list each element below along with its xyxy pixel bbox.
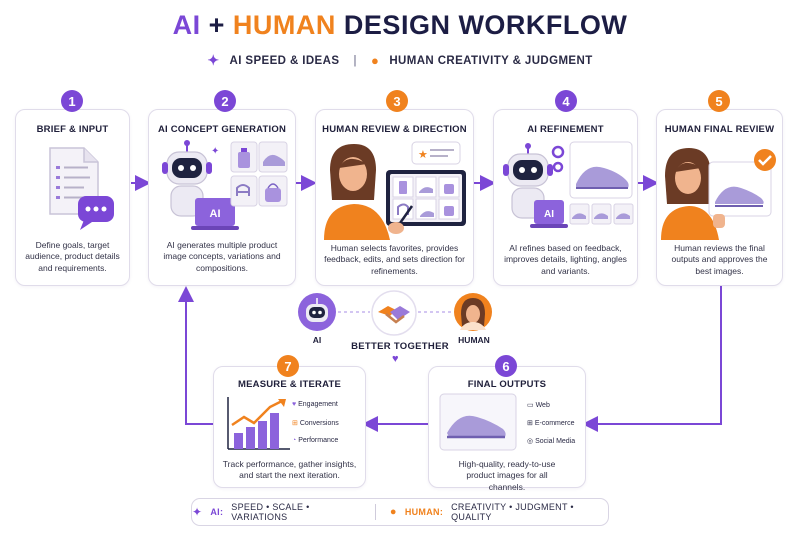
- summary-human-label: HUMAN:: [404, 507, 444, 517]
- subtitle: ✦ AI SPEED & IDEAS | ● HUMAN CREATIVITY …: [0, 52, 800, 69]
- output-web: ▭ Web: [527, 401, 550, 409]
- instagram-icon: ◎: [527, 438, 534, 445]
- step-title: BRIEF & INPUT: [36, 124, 109, 135]
- subtitle-separator: |: [353, 54, 358, 67]
- step-title: HUMAN FINAL REVIEW: [664, 124, 775, 135]
- svg-text:✦: ✦: [211, 146, 219, 157]
- title-plus: +: [208, 10, 225, 40]
- document-chat-icon: [49, 147, 114, 230]
- svg-text:★: ★: [418, 149, 428, 161]
- laptop-ai-label: AI: [544, 209, 554, 220]
- growth-chart-icon: [227, 397, 290, 450]
- step-number-2: 2: [214, 90, 236, 112]
- step-card-6: FINAL OUTPUTS ▭ Web ⊞ E-commerce ◎ Socia…: [428, 366, 586, 492]
- pie-chart-icon: ◔: [292, 437, 297, 444]
- step-card-5: HUMAN FINAL REVIEW Human reviews the fin…: [656, 109, 783, 286]
- robot-refine-icon: AI: [503, 141, 634, 228]
- arrow-7-2: [178, 286, 213, 425]
- sparkle-icon: ✦: [207, 52, 220, 68]
- step-title: AI CONCEPT GENERATION: [157, 124, 287, 135]
- step-number-6: 6: [495, 355, 517, 377]
- sparkle-icon: ✦: [192, 505, 203, 519]
- step-card-3: HUMAN REVIEW & DIRECTION ★ Human selects…: [315, 109, 474, 286]
- step-card-1: BRIEF & INPUT Define goals, target audie…: [15, 109, 130, 286]
- step-number-4: 4: [555, 90, 577, 112]
- metric-performance: ◔ Performance: [292, 437, 338, 444]
- summary-ai-label: AI:: [210, 507, 224, 517]
- summary-human-text: CREATIVITY • JUDGMENT • QUALITY: [451, 502, 574, 522]
- shoe-product-image: [439, 393, 517, 451]
- metric-label: Conversions: [299, 420, 339, 427]
- step-description: Human reviews the final outputs and appr…: [671, 243, 768, 276]
- title-rest: DESIGN WORKFLOW: [343, 10, 628, 40]
- metric-label: Performance: [298, 437, 339, 444]
- step-number-3: 3: [386, 90, 408, 112]
- metric-engagement: ♥ Engagement: [292, 401, 338, 408]
- step-title: FINAL OUTPUTS: [467, 379, 547, 390]
- step-number-1: 1: [61, 90, 83, 112]
- step-card-4: AI REFINEMENT AI AI refines based on fee…: [493, 109, 638, 286]
- handshake-icon: [371, 290, 417, 336]
- metric-label: Engagement: [298, 401, 338, 408]
- better-together-label: BETTER TOGETHER: [351, 341, 449, 352]
- title-human: HUMAN: [232, 10, 336, 40]
- person-icon: ●: [389, 506, 397, 518]
- summary-bar: ✦ AI: SPEED • SCALE • VARIATIONS ● HUMAN…: [191, 498, 609, 526]
- laptop-ai-label: AI: [210, 208, 221, 220]
- step-description: Human selects favorites, provides feedba…: [324, 243, 465, 276]
- page-title: AI + HUMAN DESIGN WORKFLOW: [0, 10, 800, 41]
- step-card-7: MEASURE & ITERATE ♥ Engagement ⊞ Convers…: [213, 366, 366, 488]
- cart-icon: ⊞: [292, 420, 298, 427]
- subtitle-human: HUMAN CREATIVITY & JUDGMENT: [389, 54, 593, 67]
- ai-avatar: [298, 293, 336, 331]
- summary-ai-text: SPEED • SCALE • VARIATIONS: [231, 502, 310, 522]
- heart-icon: ♥: [392, 353, 399, 365]
- output-label: Web: [535, 402, 550, 409]
- subtitle-ai: AI SPEED & IDEAS: [229, 54, 340, 67]
- ai-label: AI: [312, 335, 322, 345]
- title-ai: AI: [172, 10, 201, 40]
- arrow-5-6: [582, 286, 722, 432]
- step-title: MEASURE & ITERATE: [238, 379, 341, 390]
- step-card-2: AI CONCEPT GENERATION AI ✦ AI generates …: [148, 109, 296, 286]
- person-icon: ●: [371, 53, 380, 68]
- step-description: Define goals, target audience, product d…: [25, 240, 120, 273]
- step-description: High-quality, ready-to-use product image…: [458, 459, 556, 492]
- cart-icon: ⊞: [527, 420, 533, 427]
- step-number-5: 5: [708, 90, 730, 112]
- human-avatar: [454, 293, 492, 331]
- step-description: Track performance, gather insights, and …: [222, 459, 357, 481]
- human-approve-icon: [661, 148, 776, 240]
- human-tablet-icon: ★: [324, 141, 466, 240]
- summary-divider: [374, 504, 376, 520]
- output-social: ◎ Social Media: [527, 437, 575, 445]
- robot-laptop-icon: AI ✦: [162, 140, 288, 230]
- output-ecommerce: ⊞ E-commerce: [527, 419, 575, 427]
- output-label: Social Media: [535, 438, 576, 445]
- monitor-icon: ▭: [527, 402, 534, 409]
- step-title: AI REFINEMENT: [527, 124, 604, 135]
- step-number-7: 7: [277, 355, 299, 377]
- human-label: HUMAN: [458, 335, 490, 345]
- step-description: AI refines based on feedback, improves d…: [504, 243, 627, 276]
- step-title: HUMAN REVIEW & DIRECTION: [322, 124, 467, 135]
- heart-icon: ♥: [292, 401, 297, 408]
- output-label: E-commerce: [534, 420, 575, 427]
- step-description: AI generates multiple product image conc…: [163, 240, 281, 273]
- metric-conversions: ⊞ Conversions: [292, 419, 339, 427]
